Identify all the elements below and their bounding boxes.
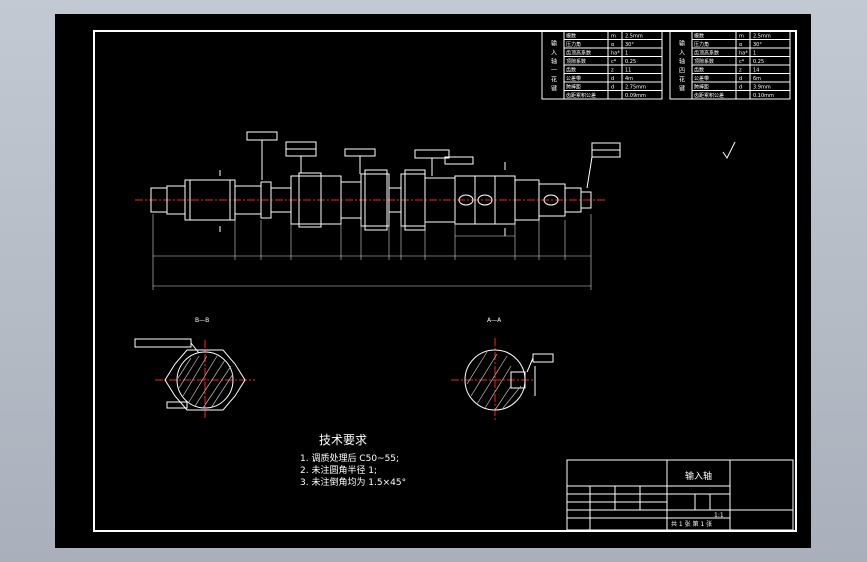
spline-table-cell: 30° xyxy=(753,42,762,48)
spline-table-cell: d xyxy=(611,85,614,91)
spline-table-cell: 齿距累积公差 xyxy=(694,92,724,99)
spline-table-cell: 2.75mm xyxy=(625,85,646,91)
spline-table-cell: c* xyxy=(739,59,745,65)
spline-table-cell: 2.5mm xyxy=(625,34,643,40)
spline-table-cell: 顶隙系数 xyxy=(694,58,714,65)
spline-table-cell: d xyxy=(739,76,742,82)
spline-table-cell: 1 xyxy=(753,51,756,57)
spline-table-cell: d xyxy=(611,76,614,82)
spline-table-cell: 齿顶高系数 xyxy=(566,50,591,57)
spline-table-right: 输入轴四花键 模数 m 2.5mm 压力角 α 30° 齿顶高系数 ha* 1 顶隙系数 c* 0.25… xyxy=(669,30,791,100)
spline-table-cell: 11 xyxy=(625,68,631,74)
spline-table-cell: m xyxy=(739,34,744,40)
spline-table-cell: 模数 xyxy=(694,33,704,40)
section-a-view xyxy=(451,338,554,422)
spline-table-cell: ha* xyxy=(739,51,748,57)
spline-table-cell: 压力角 xyxy=(694,41,709,48)
spline-table-label: 输入轴一花键 xyxy=(550,39,557,94)
spline-table-cell: 14 xyxy=(753,68,759,74)
tech-title: 技术要求 xyxy=(319,433,367,447)
spline-table-cell: 公差带 xyxy=(566,75,581,82)
spline-table-cell: 模数 xyxy=(566,33,576,40)
tech-item-1: 1. 调质处理后 C50~55; xyxy=(300,452,399,464)
spline-table-cell: ha* xyxy=(611,51,620,57)
section-b-view xyxy=(134,338,255,420)
spline-table-cell: 跨棒距 xyxy=(566,84,581,91)
spline-table-cell: z xyxy=(611,68,614,74)
title-block xyxy=(566,459,794,531)
spline-table-left: 输入轴一花键 模数 m 2.5mm 压力角 α 30° 齿顶高系数 ha* 1 顶隙系数 c* 0.25… xyxy=(541,30,663,100)
spline-table-cell: 3.9mm xyxy=(753,85,771,91)
spline-table-cell: 4m xyxy=(625,76,633,82)
spline-table-cell: z xyxy=(739,68,742,74)
spline-table-cell: 2.5mm xyxy=(753,34,771,40)
drawing-border xyxy=(93,30,797,532)
spline-table-cell: m xyxy=(611,34,616,40)
section-b-label: B—B xyxy=(195,317,209,324)
spline-table-cell: α xyxy=(611,42,615,48)
drawing-sheet: 输入轴一花键 模数 m 2.5mm 压力角 α 30° 齿顶高系数 ha* 1 顶隙系数 c* 0.25… xyxy=(55,14,811,548)
spline-table-cell: 齿数 xyxy=(694,67,704,74)
spline-table-cell: 0.09mm xyxy=(625,93,646,99)
spline-table-cell: 1 xyxy=(625,51,628,57)
spline-table-cell: 30° xyxy=(625,42,634,48)
engineering-drawing: 输入轴一花键 模数 m 2.5mm 压力角 α 30° 齿顶高系数 ha* 1 顶隙系数 c* 0.25… xyxy=(93,30,797,532)
tech-item-3: 3. 未注倒角均为 1.5×45° xyxy=(300,476,406,488)
spline-table-label: 输入轴四花键 xyxy=(678,39,685,94)
shaft-main-view xyxy=(135,131,736,290)
spline-table-cell: α xyxy=(739,42,743,48)
spline-table-cell: 齿数 xyxy=(566,67,576,74)
spline-table-cell: 压力角 xyxy=(566,41,581,48)
spline-table-cell: 齿顶高系数 xyxy=(694,50,719,57)
spline-table-cell: 6m xyxy=(753,76,761,82)
spline-table-cell: 0.25 xyxy=(753,59,764,65)
spline-table-cell: c* xyxy=(611,59,617,65)
spline-table-cell: 跨棒距 xyxy=(694,84,709,91)
scale-value: 1:1 xyxy=(714,512,724,519)
spline-table-cell: 0.10mm xyxy=(753,93,774,99)
part-name: 输入轴 xyxy=(685,470,712,482)
tech-item-2: 2. 未注圆角半径 1; xyxy=(300,464,377,476)
spline-table-cell: 公差带 xyxy=(694,75,709,82)
spline-table-cell: 齿距累积公差 xyxy=(566,92,596,99)
spline-table-cell: 顶隙系数 xyxy=(566,58,586,65)
section-a-label: A—A xyxy=(487,317,502,324)
sheet-count: 共 1 张 第 1 张 xyxy=(671,520,712,528)
spline-table-cell: 0.25 xyxy=(625,59,636,65)
spline-table-cell: d xyxy=(739,85,742,91)
